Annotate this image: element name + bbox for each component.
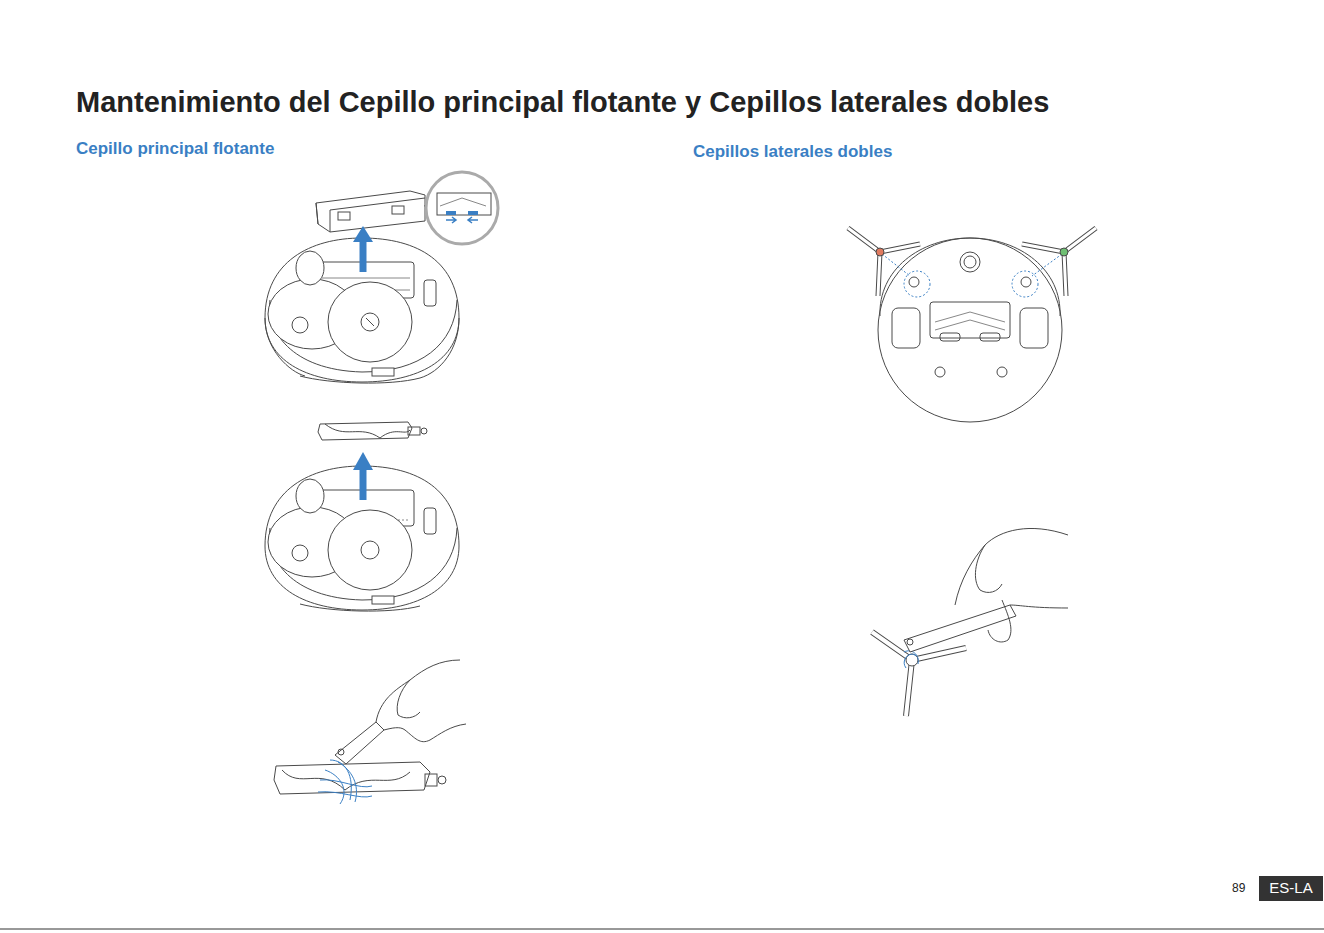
brush-cleaning (274, 660, 466, 804)
robot-no-brush (265, 466, 459, 611)
section-heading: Cepillos laterales dobles (693, 142, 892, 162)
page-number: 89 (1232, 881, 1245, 895)
page-title: Mantenimiento del Cepillo principal flot… (76, 86, 1049, 119)
tab-text: ES-LA (1259, 879, 1323, 897)
side-brush-steps (848, 228, 1096, 716)
main-brush (318, 422, 427, 440)
page-rule (0, 929, 1324, 930)
language-tab: ES-LA (1259, 876, 1323, 901)
section-heading: Cepillo principal flotante (76, 139, 274, 159)
main-brush-steps (265, 172, 498, 804)
